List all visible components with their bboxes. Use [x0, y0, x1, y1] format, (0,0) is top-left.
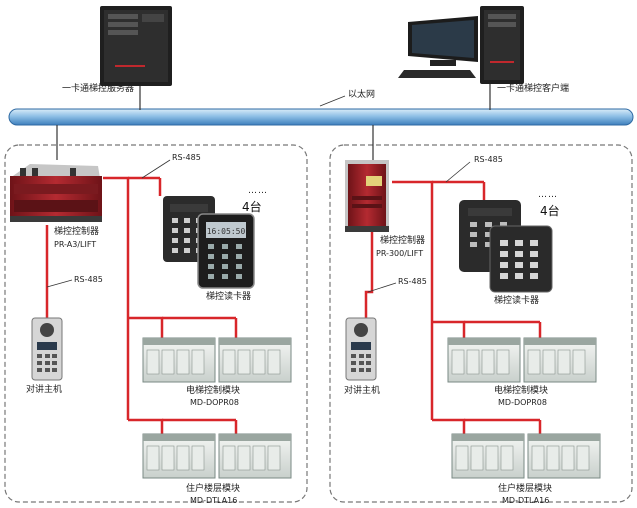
client-computer-icon	[398, 6, 524, 84]
right-intercom-label: 对讲主机	[344, 386, 381, 396]
left-module2-model: MD-DTLA16	[190, 496, 238, 505]
left-lift-controller-device	[10, 164, 102, 222]
left-dots: ……	[248, 186, 268, 196]
right-rs485-top-label: RS-485	[474, 155, 503, 164]
right-reader-label: 梯控读卡器	[494, 296, 540, 306]
right-floor-module-a	[451, 433, 525, 479]
lan-label-leader	[319, 95, 346, 107]
right-intercom-device	[345, 317, 377, 381]
right-module1-model: MD-DOPR08	[498, 398, 547, 407]
left-count-label: 4台	[242, 200, 262, 214]
server-label: 一卡通梯控服务器	[62, 84, 135, 94]
right-dots: ……	[538, 190, 558, 200]
right-lift-controller-device	[345, 160, 389, 232]
ethernet-bus	[8, 108, 634, 126]
lan-label: 以太网	[348, 90, 376, 100]
left-controller-model: PR-A3/LIFT	[54, 240, 97, 249]
right-count-label: 4台	[540, 204, 560, 218]
right-module2-model: MD-DTLA16	[502, 496, 550, 505]
left-group-box	[4, 144, 308, 503]
left-module1-label: 电梯控制模块	[186, 386, 241, 396]
svg-text:16:05:50: 16:05:50	[207, 227, 246, 236]
right-rs485-side-label: RS-485	[398, 277, 427, 286]
left-lcd-reader-device: 16:05:50	[197, 213, 255, 289]
left-reader-label: 梯控读卡器	[206, 292, 252, 302]
left-rs485-top-label: RS-485	[172, 153, 201, 162]
right-module1-label: 电梯控制模块	[494, 386, 549, 396]
left-controller-label: 梯控控制器	[54, 227, 100, 237]
right-module2-label: 住户楼层模块	[498, 484, 553, 494]
right-controller-model: PR-300/LIFT	[376, 249, 424, 258]
right-elevator-module-a	[447, 337, 521, 383]
client-label: 一卡通梯控客户端	[497, 84, 570, 94]
server-computer-icon	[100, 6, 172, 86]
right-elevator-module-b	[523, 337, 597, 383]
left-elevator-module-b	[218, 337, 292, 383]
right-group-box	[329, 144, 633, 503]
right-controller-label: 梯控控制器	[380, 236, 426, 246]
left-rs485-side-label: RS-485	[74, 275, 103, 284]
left-module1-model: MD-DOPR08	[190, 398, 239, 407]
left-intercom-device	[31, 317, 63, 381]
left-module2-label: 住户楼层模块	[186, 484, 241, 494]
right-floor-module-b	[527, 433, 601, 479]
left-intercom-label: 对讲主机	[26, 385, 63, 395]
right-keypad-reader-device	[489, 225, 553, 293]
left-floor-module-a	[142, 433, 216, 479]
left-rs485-wiring	[45, 176, 238, 434]
left-elevator-module-a	[142, 337, 216, 383]
left-floor-module-b	[218, 433, 292, 479]
